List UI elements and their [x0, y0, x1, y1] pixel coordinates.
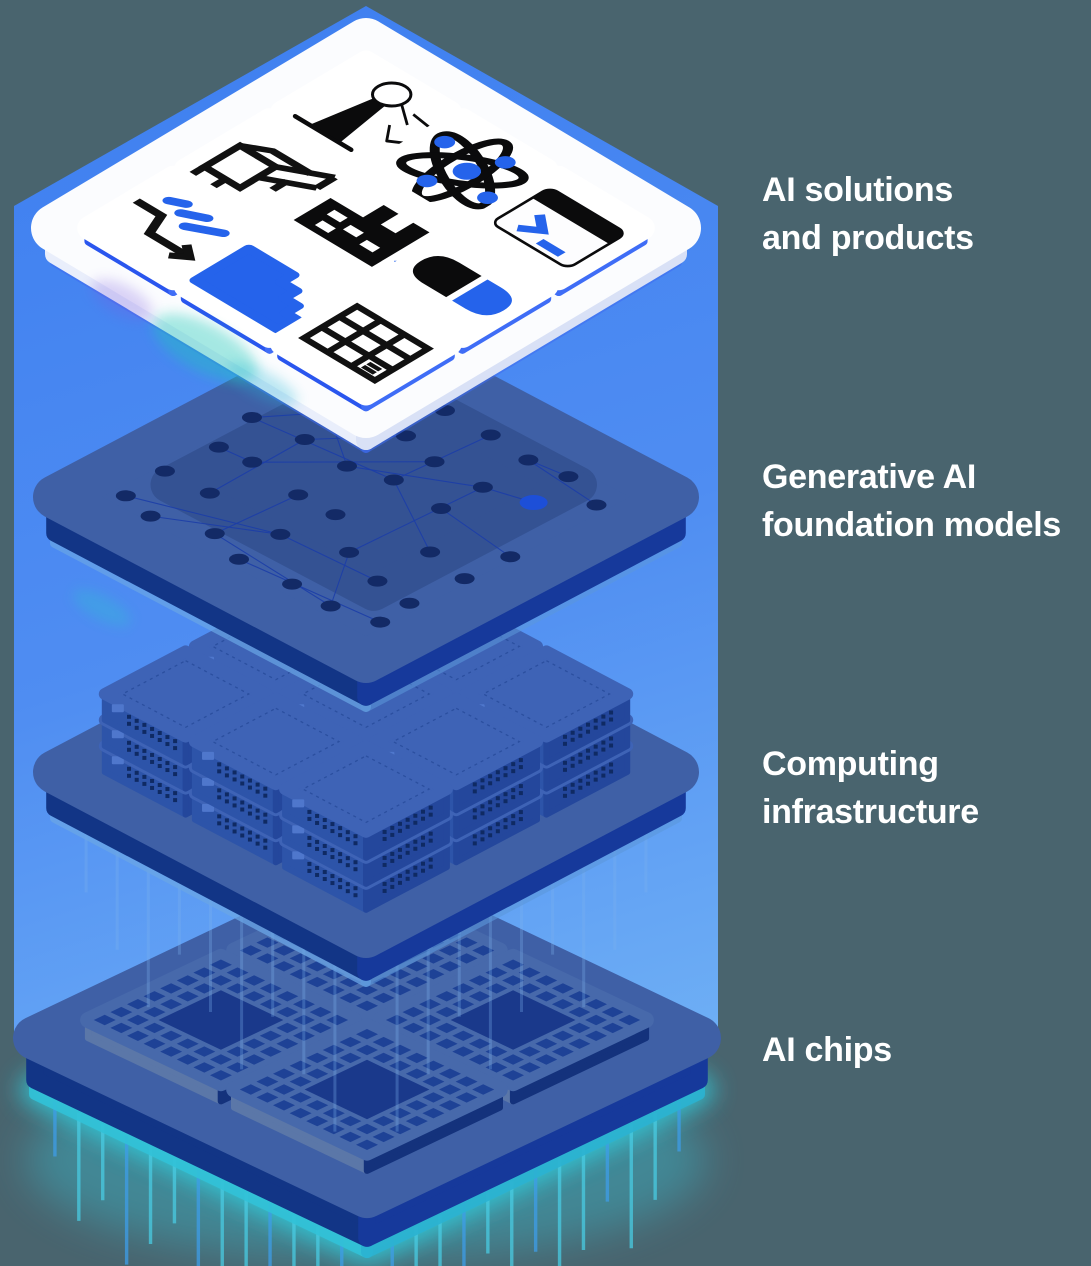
label-computing-infrastructure: Computing infrastructure	[762, 740, 979, 836]
label-line-2: foundation models	[762, 506, 1061, 544]
label-line-1: Generative AI	[762, 458, 977, 496]
wireframe-shelf-icon	[189, 141, 338, 192]
label-ai-chips: AI chips	[762, 1026, 892, 1074]
pill-icon	[412, 256, 512, 316]
label-generative-ai-models: Generative AI foundation models	[762, 453, 1061, 549]
layer-ai-solutions	[31, 18, 701, 453]
data-table-icon	[298, 302, 434, 384]
terminal-window-icon	[491, 187, 627, 268]
label-ai-solutions: AI solutions and products	[762, 166, 974, 262]
label-line-1: Computing	[762, 745, 939, 783]
label-line-2: infrastructure	[762, 793, 979, 831]
factory-icon	[293, 197, 437, 268]
trend-arrow-icon	[132, 196, 230, 261]
label-line-2: and products	[762, 219, 974, 257]
layer-ai-chips	[13, 858, 721, 1266]
label-line-1: AI solutions	[762, 171, 953, 209]
wall-blocks-icon	[189, 244, 304, 334]
label-line-1: AI chips	[762, 1031, 892, 1069]
decorative-patches	[73, 279, 298, 627]
layer-generative-ai-models	[33, 311, 699, 712]
